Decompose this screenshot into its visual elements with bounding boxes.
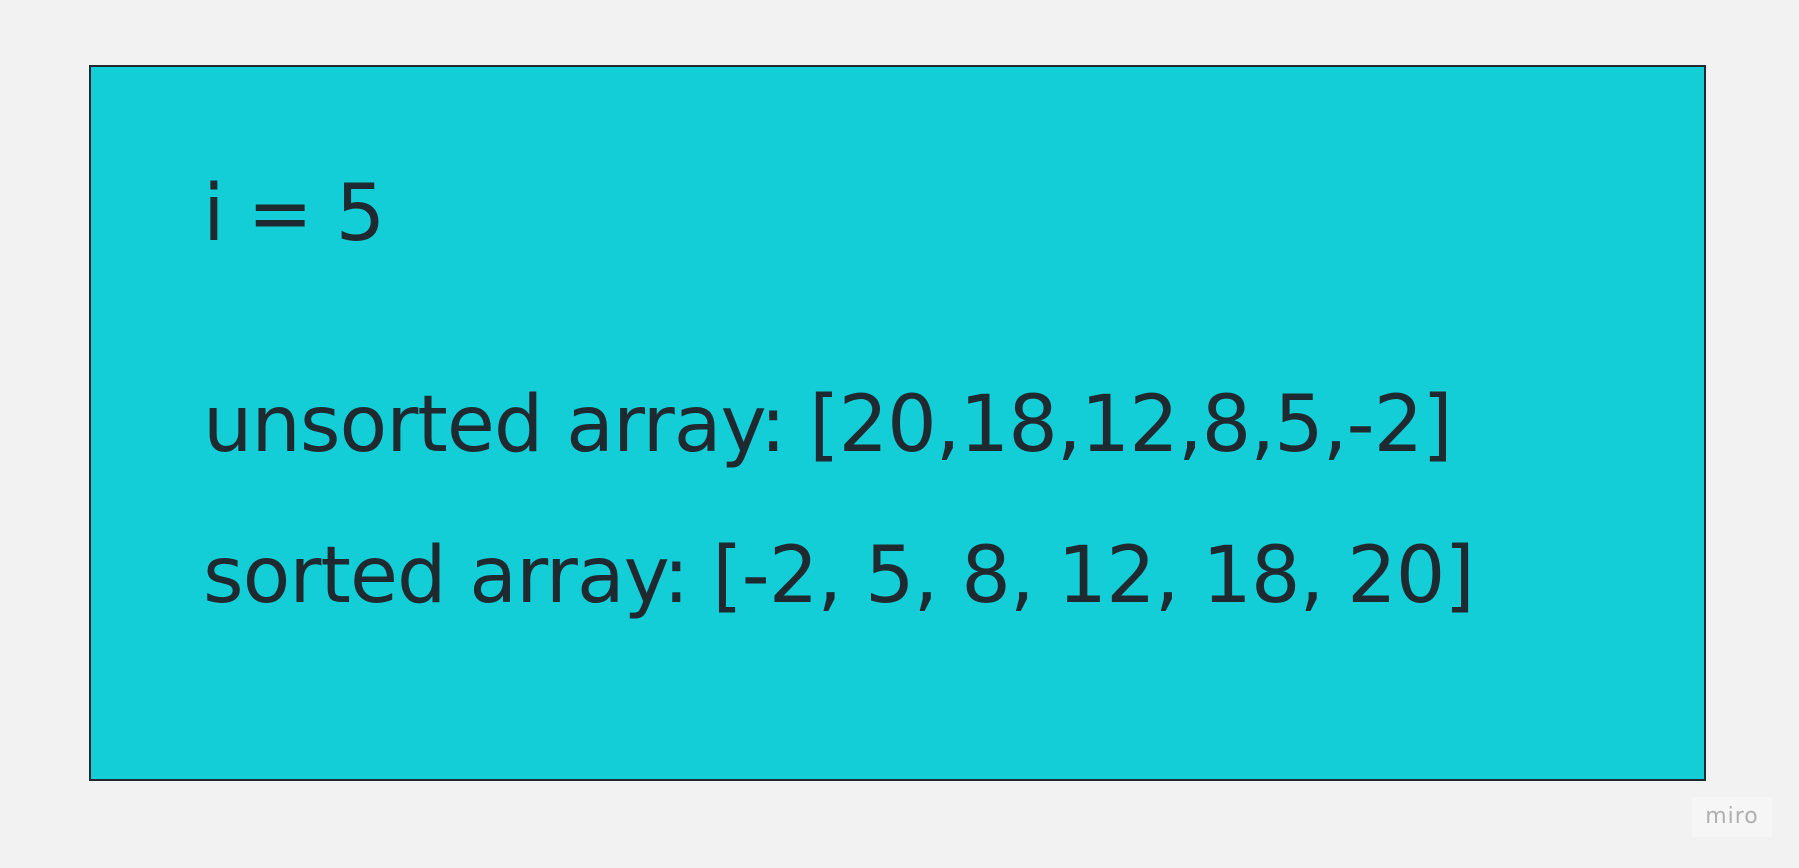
diagram-card [89,65,1706,781]
unsorted-array-label: unsorted array: [20,18,12,8,5,-2] [203,380,1453,470]
sorted-array-label: sorted array: [-2, 5, 8, 12, 18, 20] [203,531,1475,621]
i-value-label: i = 5 [203,169,385,259]
miro-watermark: miro [1692,797,1772,837]
